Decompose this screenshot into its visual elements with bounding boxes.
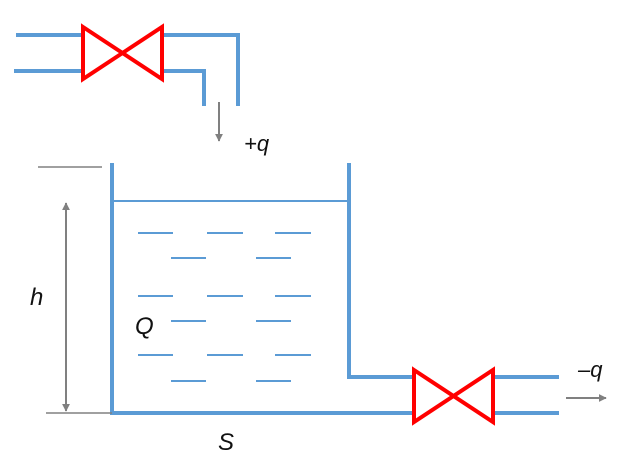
inflow-label: +q	[244, 131, 270, 156]
height-label: h	[30, 284, 43, 311]
height-dimension	[38, 166, 112, 414]
outlet-pipe	[491, 375, 559, 415]
tank-walls	[110, 163, 416, 415]
area-label: S	[218, 429, 234, 456]
volume-label: Q	[135, 313, 154, 340]
outflow-label: –q	[577, 357, 603, 382]
liquid-dashes	[138, 232, 311, 382]
inlet-valve-icon[interactable]	[81, 23, 164, 83]
inlet-pipe	[14, 33, 240, 106]
outlet-valve-icon[interactable]	[412, 366, 495, 426]
